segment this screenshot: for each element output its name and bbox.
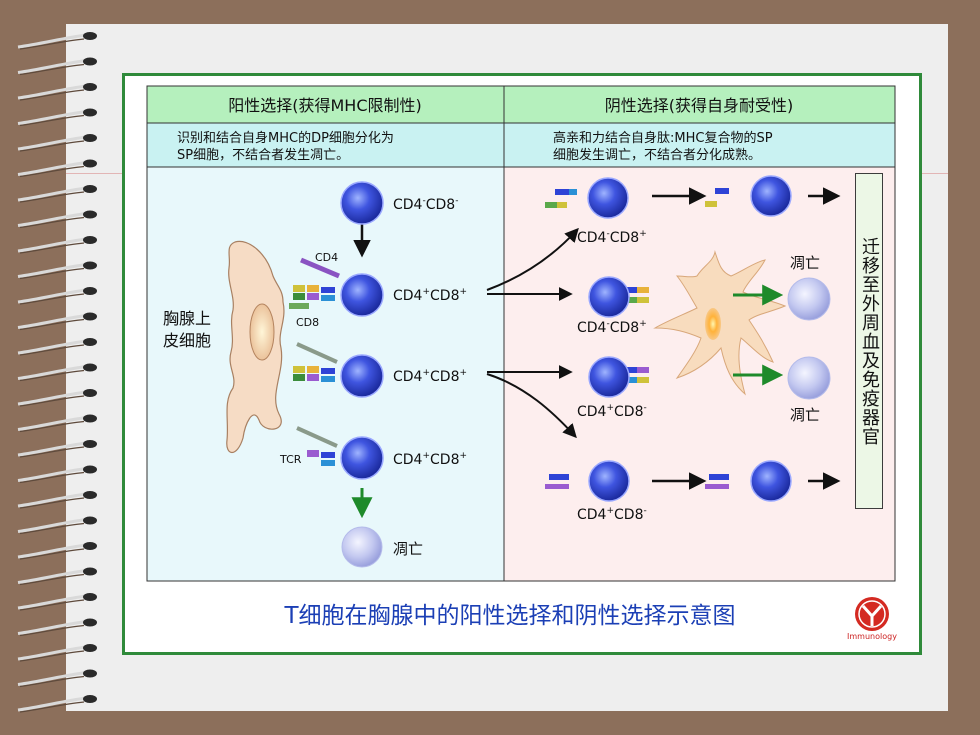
epithelial-label-line1: 胸腺上 [163,309,211,328]
spiral-ring [17,618,97,637]
spiral-ring [17,695,97,713]
spiral-ring [17,261,97,280]
spiral-ring [17,185,97,203]
receptor-row3 [293,342,338,382]
immunology-logo-icon [855,597,889,631]
spiral-ring [17,32,97,50]
left-subheader [146,122,505,168]
spiral-ring [17,108,97,127]
spiral-ring [17,134,97,152]
spiral-ring [17,363,97,382]
label-apoptosis-left: 凋亡 [393,540,423,558]
spiral-ring [17,57,97,76]
spiral-ring [17,465,97,484]
left-header-bar [146,85,505,124]
apoptotic-cell-r2 [787,277,831,321]
label-dp-row2: CD4+CD8+ [393,287,467,304]
spiral-binding [17,32,97,713]
label-cd8-tag: CD8 [296,316,319,329]
label-tcr-tag: TCR [279,453,302,466]
dp-thymocyte-row4 [340,436,384,480]
migrate-label: 迁移至外周血及免疫器官 [859,236,880,446]
left-subheader-line2: SP细胞，不结合者发生凋亡。 [177,147,349,163]
diagram-frame: 阳性选择(获得MHC限制性) 阴性选择(获得自身耐受性) 识别和结合自身MHC的… [122,73,922,655]
right-header-title: 阴性选择(获得自身耐受性) [605,96,794,115]
spiral-ring [17,542,97,560]
dendritic-nucleus [705,308,721,340]
label-r2: CD4-CD8+ [577,319,647,336]
left-header-title: 阳性选择(获得MHC限制性) [228,96,422,115]
left-subheader-line1: 识别和结合自身MHC的DP细胞分化为 [177,130,394,146]
receptor-r2 [623,287,649,303]
spiral-ring [17,210,97,229]
spiral-ring [17,491,97,509]
apoptotic-cell-left [341,526,383,568]
spiral-ring [17,567,97,586]
cd8-sp-cell-r1a [587,177,629,219]
logo-text: Immunology [847,632,897,641]
spiral-ring [17,389,97,407]
right-subheader-line2: 细胞发生调亡，不结合者分化成熟。 [553,147,761,163]
spiral-ring [17,83,97,101]
epithelial-label-line2: 皮细胞 [163,331,211,350]
receptor-r1 [545,188,729,208]
arrow-row3-down [486,373,577,439]
spiral-ring [17,516,97,535]
arrow-row2-up [486,227,579,291]
cd8-sp-cell-r1b [750,175,792,217]
diagram-caption: T细胞在胸腺中的阳性选择和阴性选择示意图 [284,603,736,629]
dn-thymocyte [340,181,384,225]
apoptotic-cell-r3 [787,356,831,400]
left-panel [146,85,505,582]
t-cell-selection-diagram: 阳性选择(获得MHC限制性) 阴性选择(获得自身耐受性) 识别和结合自身MHC的… [146,85,896,631]
right-subheader [503,122,896,168]
spiral-ring [17,287,97,305]
cd8-sp-cell-r2 [588,276,630,318]
spiral-ring [17,236,97,254]
cd4-sp-cell-r4b [750,460,792,502]
label-r4: CD4+CD8- [577,506,647,523]
cd4-sp-cell-r3 [588,356,630,398]
right-header-bar [503,85,896,124]
migrate-box: 迁移至外周血及免疫器官 [855,173,883,509]
spiral-ring [17,593,97,611]
label-apoptosis-bottom: 凋亡 [790,406,820,424]
label-r3: CD4+CD8- [577,403,647,420]
dp-thymocyte-row3 [340,354,384,398]
right-subheader-line1: 高亲和力结合自身肽:MHC复合物的SP [553,130,773,146]
label-dp-row4: CD4+CD8+ [393,451,467,468]
receptor-r3 [623,367,649,383]
receptor-row2 [289,285,335,309]
cd4-sp-cell-r4a [588,460,630,502]
spiral-ring [17,644,97,662]
spiral-ring [17,414,97,433]
label-dp-row3: CD4+CD8+ [393,368,467,385]
receptor-cd4-tag [300,257,340,279]
receptor-row4 [296,426,338,466]
dp-thymocyte-row2 [340,273,384,317]
spiral-ring [17,159,97,178]
epithelial-nucleus [249,303,275,361]
label-dn: CD4-CD8- [393,196,458,213]
label-r1: CD4-CD8+ [577,229,647,246]
label-apoptosis-top: 凋亡 [790,254,820,272]
spiral-ring [17,312,97,331]
spiral-ring [17,440,97,458]
spiral-ring [17,669,97,688]
receptor-r4 [545,474,729,489]
spiral-ring [17,338,97,356]
label-cd4-tag: CD4 [315,251,338,264]
